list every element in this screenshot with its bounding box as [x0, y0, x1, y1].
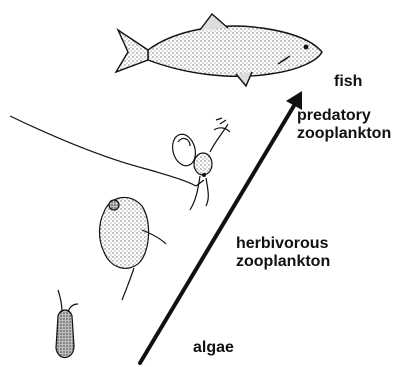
predatory-zooplankton-icon	[10, 116, 230, 210]
fish-icon	[116, 14, 322, 86]
herbivorous-zooplankton-icon	[100, 197, 167, 300]
trophic-arrow	[140, 91, 302, 363]
label-herbivorous-line1: herbivorous	[236, 235, 330, 253]
label-algae-text: algae	[193, 339, 234, 356]
label-predatory-line2: zooplankton	[297, 125, 391, 143]
label-fish: fish	[334, 73, 362, 91]
label-algae: algae	[193, 339, 234, 357]
algae-icon	[56, 290, 78, 358]
label-predatory-line1: predatory	[297, 107, 391, 125]
label-fish-text: fish	[334, 73, 362, 90]
label-herbivorous-zooplankton: herbivorous zooplankton	[236, 235, 330, 271]
label-herbivorous-line2: zooplankton	[236, 253, 330, 271]
label-predatory-zooplankton: predatory zooplankton	[297, 107, 391, 143]
